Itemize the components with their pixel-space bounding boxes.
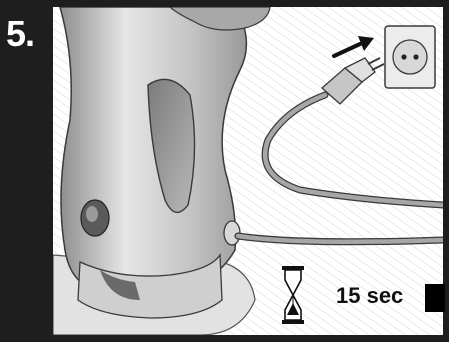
duration-label: 15 sec xyxy=(336,283,403,309)
end-marker xyxy=(425,284,445,312)
wall-socket-icon xyxy=(385,26,435,88)
